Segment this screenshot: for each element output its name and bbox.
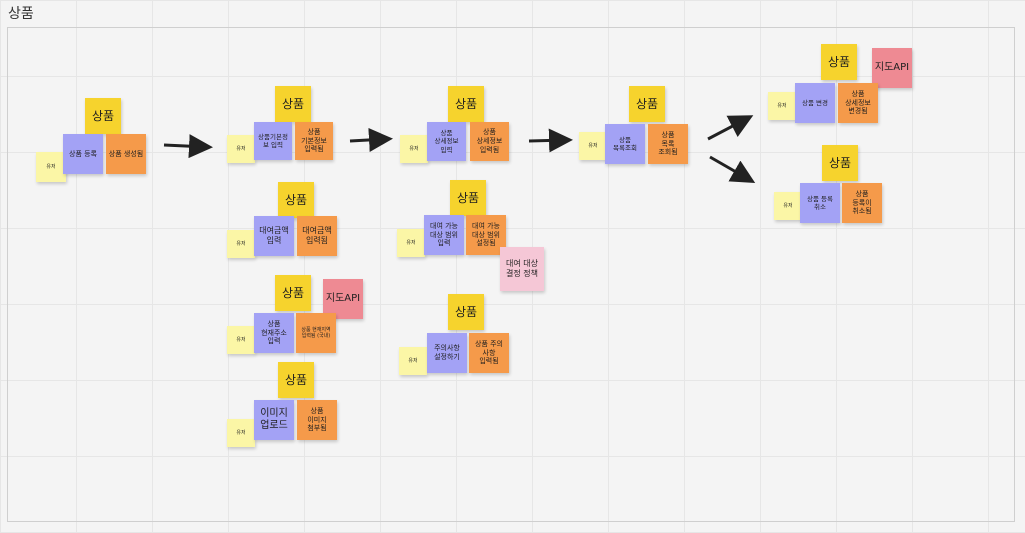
actor-sticky[interactable]: 유저 — [227, 419, 255, 447]
aggregate-sticky[interactable]: 상품 — [448, 86, 484, 122]
event-sticky[interactable]: 상품 상세정보 입력됨 — [470, 122, 509, 161]
event-sticky[interactable]: 대여 가능 대상 범위 설정됨 — [466, 215, 506, 255]
command-sticky[interactable]: 상품 등록 취소 — [800, 183, 840, 223]
aggregate-sticky[interactable]: 상품 — [629, 86, 665, 122]
actor-sticky[interactable]: 유저 — [397, 229, 425, 257]
event-sticky[interactable]: 상품 이미지 첨부됨 — [297, 400, 337, 440]
event-sticky[interactable]: 상품 상세정보 변경됨 — [838, 83, 878, 123]
command-sticky[interactable]: 대여금액 입력 — [254, 216, 294, 256]
aggregate-sticky[interactable]: 상품 — [448, 294, 484, 330]
actor-sticky[interactable]: 유저 — [399, 347, 427, 375]
flow-arrow — [163, 134, 213, 159]
aggregate-sticky[interactable]: 상품 — [822, 145, 858, 181]
actor-sticky[interactable]: 유저 — [579, 132, 607, 160]
aggregate-sticky[interactable]: 상품 — [275, 275, 311, 311]
event-sticky[interactable]: 상품 기본정보 입력됨 — [295, 122, 333, 160]
command-sticky[interactable]: 이미지 업로드 — [254, 400, 294, 440]
event-sticky[interactable]: 상품 현재지역 입력됨 (국내) — [296, 313, 336, 353]
board-title: 상품 — [8, 6, 34, 22]
aggregate-sticky[interactable]: 상품 — [450, 180, 486, 216]
policy-sticky[interactable]: 대여 대상 결정 정책 — [500, 247, 544, 291]
flow-arrow — [528, 128, 573, 153]
actor-sticky[interactable]: 유저 — [227, 326, 255, 354]
command-sticky[interactable]: 상품 등록 — [63, 134, 103, 174]
flow-arrow — [707, 115, 754, 141]
aggregate-sticky[interactable]: 상품 — [278, 362, 314, 398]
flow-arrow — [349, 127, 393, 152]
external-system-sticky[interactable]: 지도API — [323, 279, 363, 319]
aggregate-sticky[interactable]: 상품 — [821, 44, 857, 80]
external-system-sticky[interactable]: 지도API — [872, 48, 912, 88]
aggregate-sticky[interactable]: 상품 — [85, 98, 121, 134]
event-sticky[interactable]: 상품 목록 조회됨 — [648, 124, 688, 164]
event-sticky[interactable]: 상품 등록이 취소됨 — [842, 183, 882, 223]
board-frame — [7, 27, 1015, 522]
flow-arrow — [709, 155, 756, 183]
actor-sticky[interactable]: 유저 — [227, 135, 255, 163]
event-sticky[interactable]: 상품 주의 사항 입력됨 — [469, 333, 509, 373]
actor-sticky[interactable]: 유저 — [774, 192, 802, 220]
actor-sticky[interactable]: 유저 — [227, 230, 255, 258]
event-sticky[interactable]: 상품 생성됨 — [106, 134, 146, 174]
event-sticky[interactable]: 대여금액 입력됨 — [297, 216, 337, 256]
aggregate-sticky[interactable]: 상품 — [275, 86, 311, 122]
actor-sticky[interactable]: 유저 — [36, 152, 66, 182]
command-sticky[interactable]: 상품 현재주소 입력 — [254, 313, 294, 353]
command-sticky[interactable]: 대여 가능 대상 범위 입력 — [424, 215, 464, 255]
actor-sticky[interactable]: 유저 — [400, 135, 428, 163]
actor-sticky[interactable]: 유저 — [768, 92, 796, 120]
command-sticky[interactable]: 상품기본정 보 입력 — [254, 122, 292, 160]
command-sticky[interactable]: 상품 변경 — [795, 83, 835, 123]
command-sticky[interactable]: 상품 목록조회 — [605, 124, 645, 164]
command-sticky[interactable]: 상품 상세정보 입력 — [427, 122, 466, 161]
aggregate-sticky[interactable]: 상품 — [278, 182, 314, 218]
command-sticky[interactable]: 주의사항 설정하기 — [427, 333, 467, 373]
